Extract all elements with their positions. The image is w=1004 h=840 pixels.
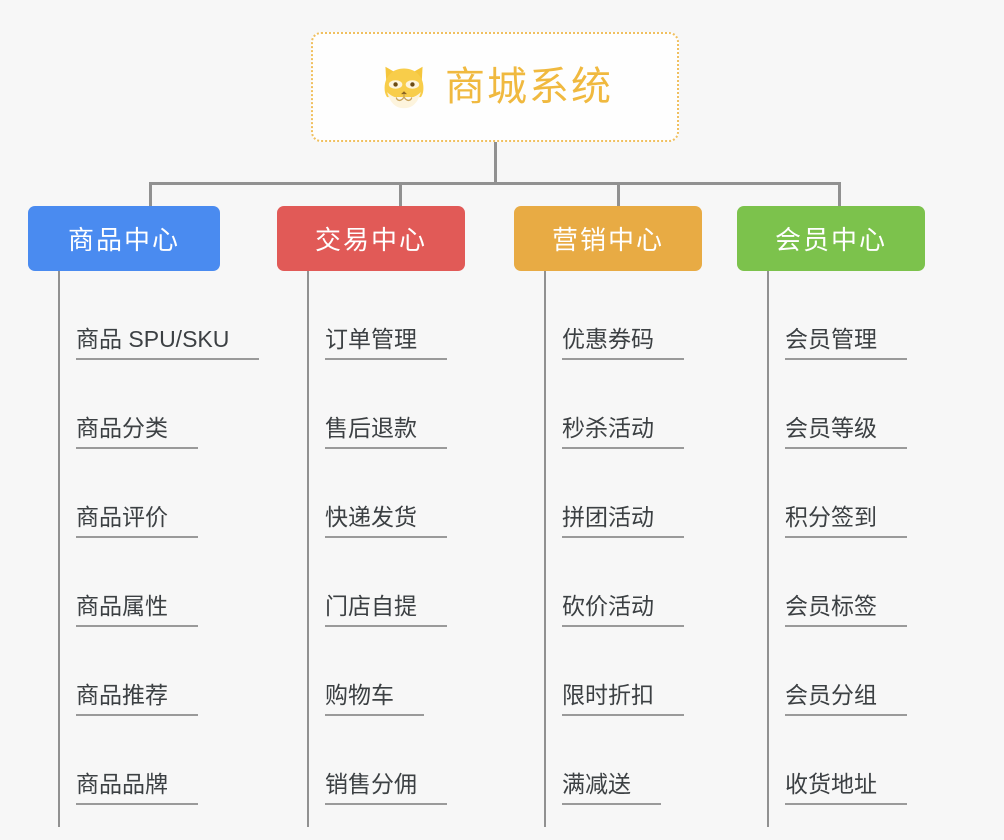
leaf-label: 商品品牌: [76, 771, 198, 805]
branch-column-3: 会员中心 会员管理 会员等级 积分签到 会员标签 会员分组 收货地址: [737, 206, 925, 827]
leaf-item[interactable]: 收货地址: [767, 716, 907, 805]
connector-drop-2: [617, 182, 620, 207]
root-node-label: 商城系统: [445, 65, 613, 109]
connector-drop-0: [149, 182, 152, 207]
leaf-label: 收货地址: [785, 771, 907, 805]
category-label-2: 营销中心: [551, 225, 664, 255]
leaf-label: 拼团活动: [562, 504, 684, 538]
leaf-label: 满减送: [562, 771, 661, 805]
leaf-item[interactable]: 拼团活动: [544, 449, 684, 538]
leaf-list-3: 会员管理 会员等级 积分签到 会员标签 会员分组 收货地址: [767, 271, 907, 805]
category-label-1: 交易中心: [314, 225, 427, 255]
leaf-label: 积分签到: [785, 504, 907, 538]
leaf-item[interactable]: 会员管理: [767, 271, 907, 360]
leaf-list-2: 优惠券码 秒杀活动 拼团活动 砍价活动 限时折扣 满减送: [544, 271, 684, 805]
leaf-label: 会员标签: [785, 593, 907, 627]
leaf-label: 商品推荐: [76, 682, 198, 716]
leaf-label: 商品 SPU/SKU: [76, 326, 260, 360]
category-box-2[interactable]: 营销中心: [514, 206, 702, 271]
leaf-label: 订单管理: [325, 326, 447, 360]
connector-root-stem: [494, 142, 497, 184]
leaf-item[interactable]: 砍价活动: [544, 538, 684, 627]
category-box-3[interactable]: 会员中心: [737, 206, 925, 271]
branch-column-1: 交易中心 订单管理 售后退款 快递发货 门店自提 购物车 销售分佣: [277, 206, 465, 827]
leaf-item[interactable]: 商品推荐: [58, 627, 259, 716]
leaf-label: 会员分组: [785, 682, 907, 716]
leaf-item[interactable]: 销售分佣: [307, 716, 447, 805]
leaf-item[interactable]: 售后退款: [307, 360, 447, 449]
leaf-item[interactable]: 快递发货: [307, 449, 447, 538]
leaf-item[interactable]: 会员等级: [767, 360, 907, 449]
leaf-label: 商品属性: [76, 593, 198, 627]
shiba-dog-face-icon: [384, 66, 424, 109]
trunk-line-1: [307, 271, 309, 827]
leaf-item[interactable]: 门店自提: [307, 538, 447, 627]
leaf-label: 优惠券码: [562, 326, 684, 360]
leaf-label: 销售分佣: [325, 771, 447, 805]
category-box-1[interactable]: 交易中心: [277, 206, 465, 271]
category-box-0[interactable]: 商品中心: [28, 206, 220, 271]
leaf-label: 快递发货: [325, 504, 447, 538]
leaf-label: 购物车: [325, 682, 424, 716]
leaf-item[interactable]: 会员标签: [767, 538, 907, 627]
leaf-label: 秒杀活动: [562, 415, 684, 449]
branch-column-0: 商品中心 商品 SPU/SKU 商品分类 商品评价 商品属性 商品推荐 商品品牌: [28, 206, 260, 827]
leaf-item[interactable]: 商品评价: [58, 449, 259, 538]
leaf-item[interactable]: 购物车: [307, 627, 447, 716]
trunk-line-2: [544, 271, 546, 827]
leaf-item[interactable]: 会员分组: [767, 627, 907, 716]
leaf-item[interactable]: 商品属性: [58, 538, 259, 627]
leaf-label: 商品评价: [76, 504, 198, 538]
category-label-0: 商品中心: [67, 225, 180, 255]
root-node-shop-system[interactable]: 商城系统: [311, 32, 679, 142]
leaf-label: 会员等级: [785, 415, 907, 449]
leaf-list-1: 订单管理 售后退款 快递发货 门店自提 购物车 销售分佣: [307, 271, 447, 805]
leaf-label: 售后退款: [325, 415, 447, 449]
leaf-item[interactable]: 商品品牌: [58, 716, 259, 805]
leaf-item[interactable]: 秒杀活动: [544, 360, 684, 449]
leaf-item[interactable]: 满减送: [544, 716, 684, 805]
leaf-label: 门店自提: [325, 593, 447, 627]
leaf-item[interactable]: 订单管理: [307, 271, 447, 360]
branch-column-2: 营销中心 优惠券码 秒杀活动 拼团活动 砍价活动 限时折扣 满减送: [514, 206, 702, 827]
connector-drop-3: [838, 182, 841, 207]
leaf-item[interactable]: 积分签到: [767, 449, 907, 538]
leaf-label: 砍价活动: [562, 593, 684, 627]
leaf-item[interactable]: 商品 SPU/SKU: [58, 271, 260, 360]
leaf-label: 商品分类: [76, 415, 198, 449]
leaf-list-0: 商品 SPU/SKU 商品分类 商品评价 商品属性 商品推荐 商品品牌: [58, 271, 260, 805]
leaf-item[interactable]: 优惠券码: [544, 271, 684, 360]
trunk-line-0: [58, 271, 60, 827]
leaf-item[interactable]: 商品分类: [58, 360, 259, 449]
connector-drop-1: [399, 182, 402, 207]
connector-horizontal-bar: [149, 182, 841, 185]
leaf-label: 会员管理: [785, 326, 907, 360]
leaf-item[interactable]: 限时折扣: [544, 627, 684, 716]
root-node-content: 商城系统: [377, 60, 613, 114]
leaf-label: 限时折扣: [562, 682, 684, 716]
category-label-3: 会员中心: [774, 225, 887, 255]
trunk-line-3: [767, 271, 769, 827]
